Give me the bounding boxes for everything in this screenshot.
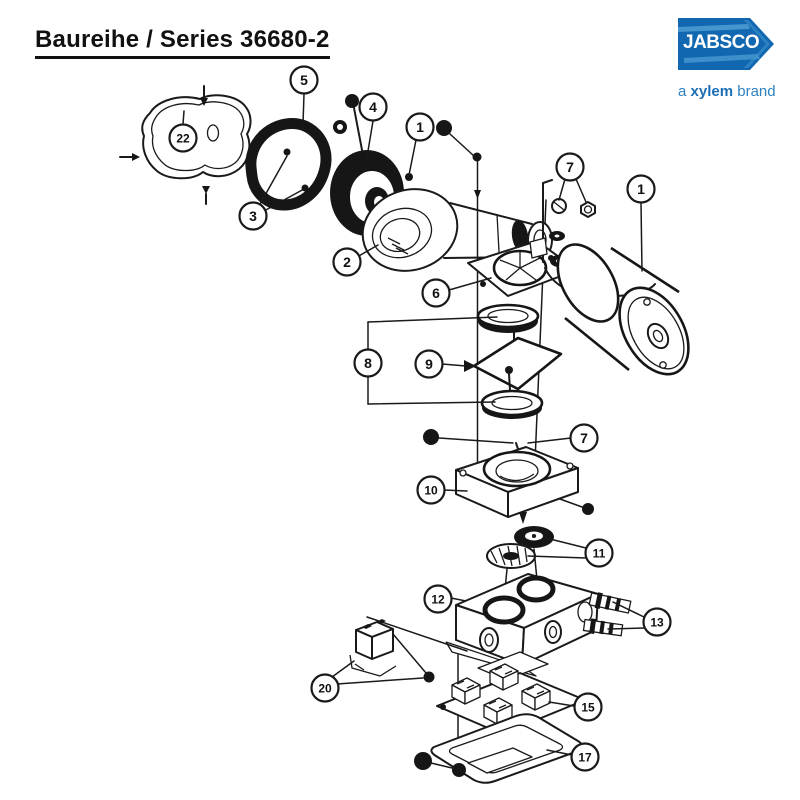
jabsco-arrow-mark: JABSCO <box>678 18 774 71</box>
part-belt-screws <box>283 148 309 192</box>
callout-port-fittings: 13 <box>642 607 672 637</box>
jabsco-logo: JABSCO a xylem brand <box>678 18 778 100</box>
callout-valve-set: 15 <box>573 692 603 722</box>
callout-motor: 1 <box>626 174 656 204</box>
svg-text:1: 1 <box>637 181 645 197</box>
part-valve-kit <box>464 303 563 419</box>
callout-pulsation-dampener: 11 <box>584 538 614 568</box>
part-pump-body <box>445 573 599 677</box>
callout-housing-screws: 7 <box>569 423 599 453</box>
svg-text:11: 11 <box>593 546 606 560</box>
svg-text:20: 20 <box>318 681 332 695</box>
part-motor <box>556 243 690 376</box>
callout-jack-shaft-housing: 2 <box>332 247 362 277</box>
svg-text:1: 1 <box>416 119 424 135</box>
callout-leader-lines <box>182 93 645 756</box>
part-drive-belt <box>245 118 332 211</box>
jabsco-wordmark: JABSCO <box>683 32 760 53</box>
svg-text:2: 2 <box>343 254 351 270</box>
part-upper-housing <box>455 446 594 524</box>
callout-slider-hardware: 7 <box>555 152 585 182</box>
xylem-tagline: a xylem brand <box>678 83 778 100</box>
svg-text:3: 3 <box>249 208 257 224</box>
part-pressure-switch <box>349 616 468 683</box>
part-pulsation-dampener <box>486 526 554 601</box>
page-title: Baureihe / Series 36680-2 <box>35 26 330 59</box>
callout-pressure-switch: 20 <box>310 673 340 703</box>
tagline-suffix: brand <box>733 83 776 100</box>
callout-valve-kit: 8 <box>353 348 383 378</box>
svg-text:7: 7 <box>566 159 574 175</box>
svg-text:8: 8 <box>364 355 372 371</box>
part-motor-bolt <box>436 120 482 199</box>
part-base-plate <box>414 713 583 784</box>
callout-pulley: 4 <box>358 92 388 122</box>
svg-text:17: 17 <box>578 750 592 764</box>
callout-motor-bolts: 1 <box>405 112 435 142</box>
svg-text:12: 12 <box>431 592 445 606</box>
svg-text:9: 9 <box>425 356 433 372</box>
callout-base-plate: 17 <box>570 742 600 772</box>
part-valve-set <box>436 651 586 735</box>
svg-text:5: 5 <box>300 72 308 88</box>
callout-upper-housing: 10 <box>416 475 446 505</box>
jabsco-arrow-shape <box>678 18 774 70</box>
callout-drive-belt: 5 <box>289 65 319 95</box>
svg-text:15: 15 <box>581 700 595 714</box>
svg-text:10: 10 <box>424 483 438 497</box>
svg-text:6: 6 <box>432 285 440 301</box>
svg-text:4: 4 <box>369 99 377 115</box>
svg-text:22: 22 <box>176 131 190 145</box>
callout-pump-body: 12 <box>423 584 453 614</box>
svg-text:13: 13 <box>650 615 664 629</box>
svg-text:7: 7 <box>580 430 588 446</box>
part-port-fittings <box>582 592 632 637</box>
tagline-xylem: xylem <box>690 83 734 100</box>
callout-connecting-rod-plate: 6 <box>421 278 451 308</box>
callout-end-cover: 22 <box>168 123 198 153</box>
callout-diaphragm-gasket: 9 <box>414 349 444 379</box>
tagline-prefix: a <box>678 83 691 100</box>
callout-belt-screws: 3 <box>238 201 268 231</box>
